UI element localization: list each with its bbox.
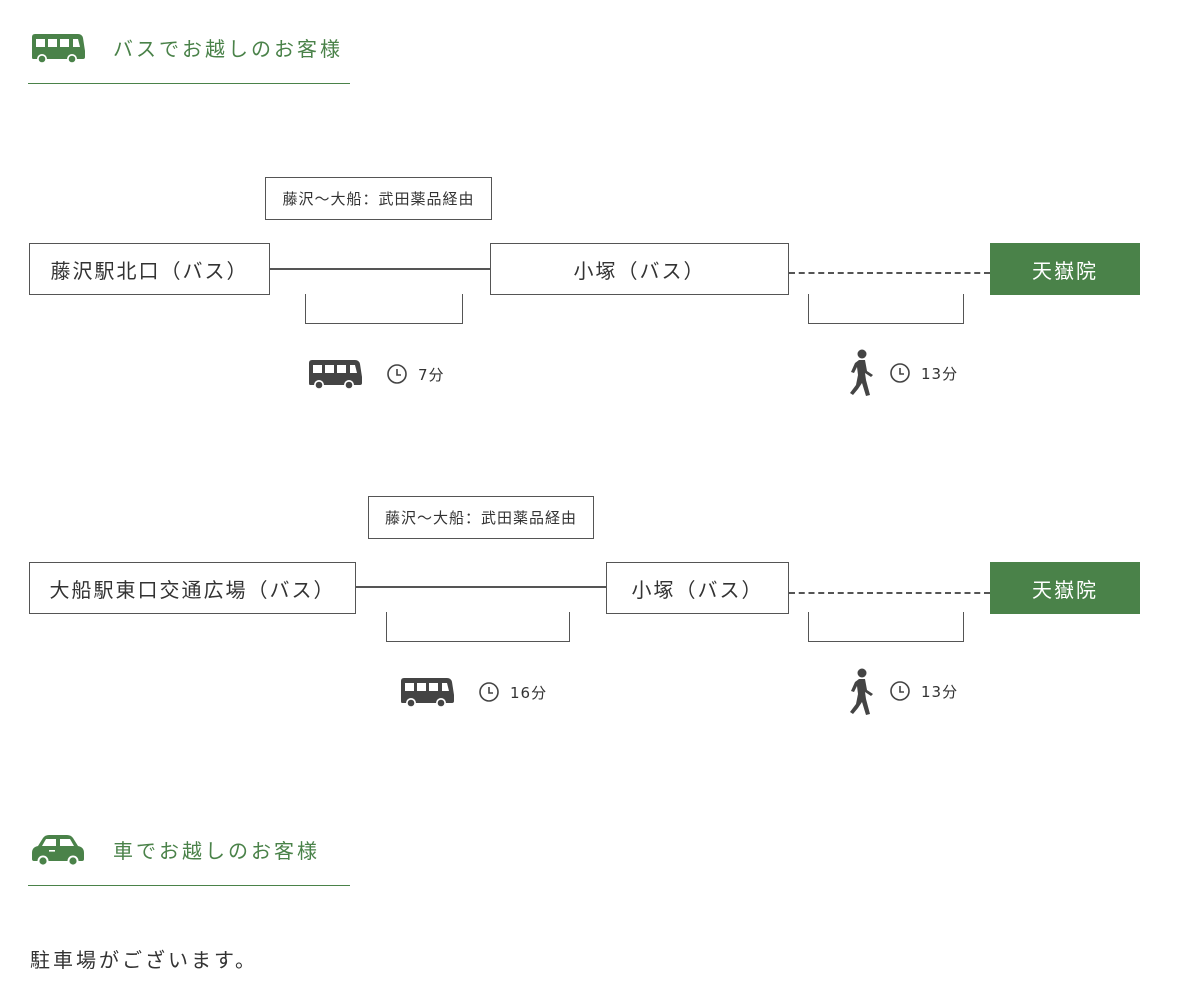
walk-duration: 13分 [889,362,958,384]
clock-icon [889,362,911,384]
walk-line [789,272,990,274]
bus-segment-bracket [386,612,570,642]
origin-station: 藤沢駅北口（バス） [29,243,270,295]
walk-segment-bracket [808,612,964,642]
bus-line [356,586,606,588]
walk-duration: 13分 [889,680,958,702]
clock-icon [889,680,911,702]
destination-station: 天嶽院 [990,243,1140,295]
walking-person-icon [846,349,878,397]
walk-line [789,592,990,594]
stop-station: 小塚（バス） [490,243,789,295]
bus-icon [399,677,455,709]
walk-duration-text: 13分 [921,682,959,701]
bus-duration-text: 16分 [510,683,548,702]
walk-segment-bracket [808,294,964,324]
walking-person-icon [846,668,878,716]
stop-station: 小塚（バス） [606,562,789,614]
car-section-divider [28,885,350,886]
bus-duration: 7分 [386,363,445,385]
car-section-icon [29,833,87,867]
route-label: 藤沢〜大船：武田薬品経由 [265,177,492,220]
bus-line [270,268,490,270]
bus-duration: 16分 [478,681,547,703]
bus-section-divider [28,83,350,84]
bus-icon [32,34,85,64]
car-icon [32,835,84,867]
route-label: 藤沢〜大船：武田薬品経由 [368,496,594,539]
clock-icon [478,681,500,703]
bus-duration-text: 7分 [418,365,445,384]
origin-station: 大船駅東口交通広場（バス） [29,562,356,614]
bus-section-title: バスでお越しのお客様 [113,37,343,61]
destination-station: 天嶽院 [990,562,1140,614]
bus-segment-bracket [305,294,463,324]
car-section-title: 車でお越しのお客様 [113,839,320,863]
bus-icon [307,359,363,391]
parking-note: 駐車場がございます。 [30,948,258,972]
clock-icon [386,363,408,385]
walk-duration-text: 13分 [921,364,959,383]
bus-section-icon [30,33,86,65]
